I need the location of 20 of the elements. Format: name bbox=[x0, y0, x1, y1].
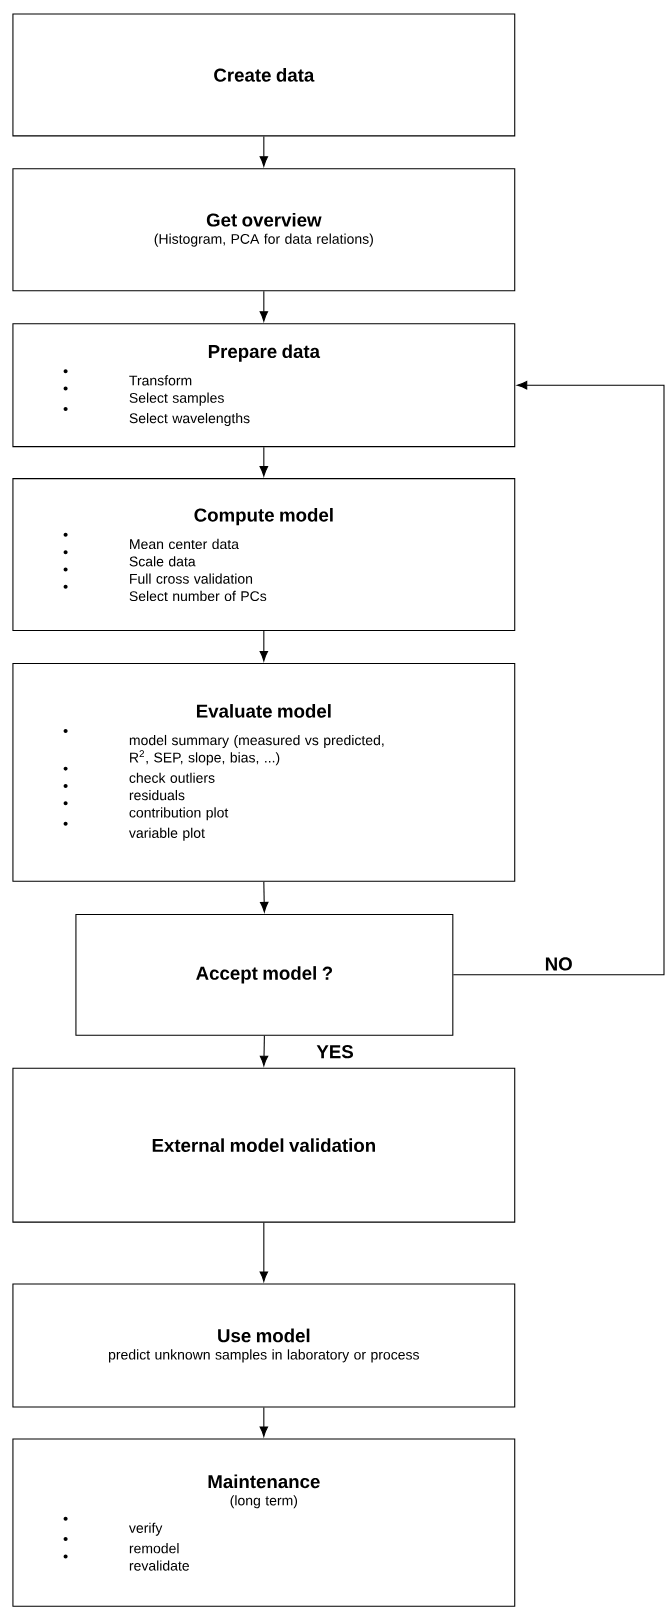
process-box: Evaluate model model summary (measured vs predicted, R$^{2}$, SEP, slope, bias, ...) check outliers residuals contribution plot variable plot bbox=[12, 662, 516, 882]
process-box: Compute model Mean center data Scale data Full cross validation Select number of PCs bbox=[12, 478, 516, 631]
arrow bbox=[259, 881, 269, 913]
process-box: Get overview (Histogram, PCA for data relations) bbox=[12, 168, 516, 292]
process-box: Prepare data Transform Select samples Select wavelengths bbox=[12, 323, 516, 448]
process-box: Maintenance (long term) verify remodel revalidate bbox=[12, 1438, 516, 1607]
edge-label: YES bbox=[315, 1043, 356, 1060]
arrow bbox=[452, 380, 665, 976]
process-box: Use model predict unknown samples in laboratory or process bbox=[12, 1283, 516, 1408]
arrow bbox=[259, 290, 269, 322]
arrow bbox=[259, 446, 269, 477]
process-box: External model validation bbox=[12, 1067, 516, 1223]
process-box: Accept model ? bbox=[75, 913, 454, 1036]
process-box: Create data bbox=[12, 13, 516, 137]
arrow bbox=[259, 1406, 269, 1437]
arrow bbox=[259, 1222, 269, 1282]
arrow bbox=[259, 135, 269, 167]
edge-label: NO bbox=[543, 956, 574, 972]
arrow bbox=[259, 630, 269, 662]
arrow bbox=[259, 1035, 269, 1067]
